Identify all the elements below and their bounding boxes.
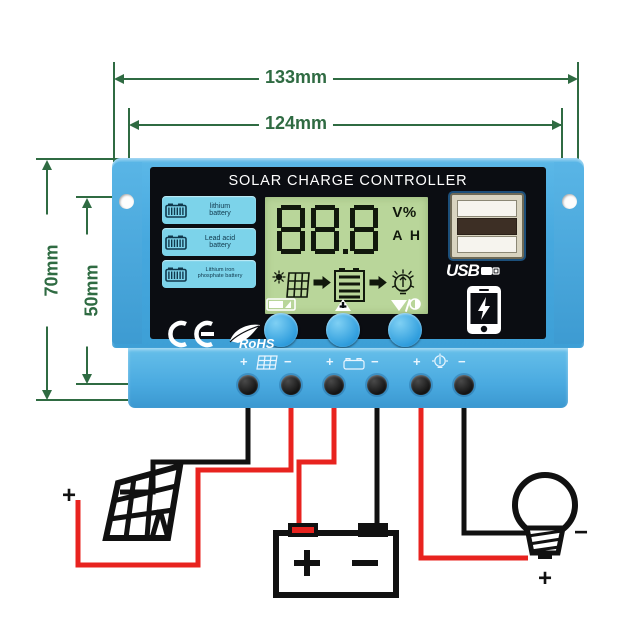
page-title: SOLAR CHARGE CONTROLLER [228, 173, 468, 189]
usb-slot-top [457, 200, 517, 217]
terminal-screw[interactable] [324, 375, 344, 395]
battery-icon [343, 357, 365, 375]
solar-panel-icon [102, 461, 184, 541]
arrow-right-icon [313, 275, 331, 290]
mounting-flange-right [554, 162, 584, 344]
battery-type-list: lithium battery Lead acid [162, 196, 256, 292]
wire-load-positive [418, 408, 528, 561]
terminal-strip: + − + − + [128, 348, 568, 408]
usb-label-group: USB [446, 261, 526, 281]
usb-section: USB [438, 193, 534, 335]
terminal-plus-mark: + [326, 354, 334, 369]
terminal-screw[interactable] [238, 375, 258, 395]
battery-symbol [273, 523, 399, 598]
battery-positive-post [288, 523, 318, 537]
ce-mark [164, 319, 216, 354]
usb-slot-bottom [457, 236, 517, 253]
down-triangle-light-icon [388, 297, 422, 313]
terminal-minus-mark: − [371, 354, 379, 369]
ext-line-inner-right [561, 108, 563, 168]
battery-type-label: lithium battery [209, 202, 231, 217]
terminal-screw[interactable] [281, 375, 301, 395]
battery-icon [165, 202, 187, 218]
sun-icon [272, 270, 286, 284]
screw-hole-top-right [562, 194, 577, 209]
ext-line-outer-left [113, 62, 115, 162]
menu-button[interactable] [264, 313, 298, 347]
terminal-minus-mark: − [284, 354, 292, 369]
terminal-minus-mark: − [458, 354, 466, 369]
arrow-left-inner [129, 120, 139, 130]
terminal-screw[interactable] [454, 375, 474, 395]
ext-line-top-inner [76, 196, 146, 198]
screw-hole-top-left [119, 194, 134, 209]
light-bulb-icon [430, 353, 450, 376]
battery-icon [165, 266, 187, 282]
lamp-negative-marker: − [574, 519, 589, 546]
label-outer-width: 133mm [258, 67, 334, 88]
certification-marks: RoHS [164, 319, 288, 353]
battery-type-lead-acid[interactable]: Lead acid battery [162, 228, 256, 256]
up-button[interactable] [326, 313, 360, 347]
lcd-unit-bottom: A H [392, 227, 422, 243]
battery-select-icon [264, 297, 298, 313]
dual-usb-port-icon[interactable] [450, 193, 524, 259]
arrow-right-outer [568, 74, 578, 84]
label-inner-width: 124mm [258, 113, 334, 134]
front-panel: SOLAR CHARGE CONTROLLER lithium b [150, 167, 546, 351]
ext-line-top-outer [36, 158, 146, 160]
mounting-flange-left [112, 162, 142, 344]
dim-line-outer-width [116, 78, 576, 80]
lcd-display: V% A H [263, 195, 430, 316]
arrow-up-inner [82, 198, 92, 208]
battery-icon [165, 234, 187, 250]
lcd-flow-diagram [269, 263, 424, 309]
usb-label: USB [446, 261, 480, 280]
usb-plug-icon [480, 267, 500, 275]
terminal-plus-mark: + [413, 354, 421, 369]
arrow-left-outer [114, 74, 124, 84]
lcd-reading [275, 201, 385, 263]
battery-type-lithium[interactable]: lithium battery [162, 196, 256, 224]
ext-line-bottom-inner [76, 383, 146, 385]
terminal-screw[interactable] [367, 375, 387, 395]
battery-type-lifepo4[interactable]: Lithium iron phosphate battery [162, 260, 256, 288]
solar-positive-marker: + [62, 482, 77, 509]
down-light-button[interactable] [388, 313, 422, 347]
battery-type-label: Lithium iron phosphate battery [197, 267, 243, 279]
arrow-right-inner [552, 120, 562, 130]
arrow-down-outer [42, 390, 52, 400]
wire-solar-positive [75, 408, 294, 568]
phone-charging-icon [466, 285, 502, 335]
lcd-unit-top: V% [392, 204, 417, 221]
solar-charge-controller: SOLAR CHARGE CONTROLLER lithium b [112, 158, 584, 351]
up-triangle-icon [326, 297, 360, 313]
terminal-screw[interactable] [411, 375, 431, 395]
arrow-right-icon [369, 275, 387, 290]
wire-battery-positive [296, 408, 337, 532]
battery-negative-post [358, 523, 388, 537]
lcd-units: V% A H [392, 204, 422, 243]
solar-panel-icon [256, 355, 278, 375]
dim-line-inner-width [131, 124, 561, 126]
arrow-up-outer [42, 160, 52, 170]
wire-load-negative [461, 408, 527, 536]
terminal-plus-mark: + [240, 354, 248, 369]
battery-type-label: Lead acid battery [204, 234, 236, 249]
ext-line-inner-left [128, 108, 130, 168]
light-bulb-symbol [512, 472, 578, 559]
solar-panel-icon [286, 272, 310, 298]
rohs-label: RoHS [239, 336, 275, 351]
arrow-down-inner [82, 374, 92, 384]
battery-icon [334, 268, 365, 302]
ext-line-bottom-outer [36, 399, 146, 401]
lamp-positive-marker: + [538, 565, 553, 592]
rohs-mark: RoHS [226, 321, 288, 351]
ext-line-outer-right [577, 62, 579, 162]
usb-divider [457, 218, 517, 235]
light-bulb-icon [391, 269, 415, 295]
